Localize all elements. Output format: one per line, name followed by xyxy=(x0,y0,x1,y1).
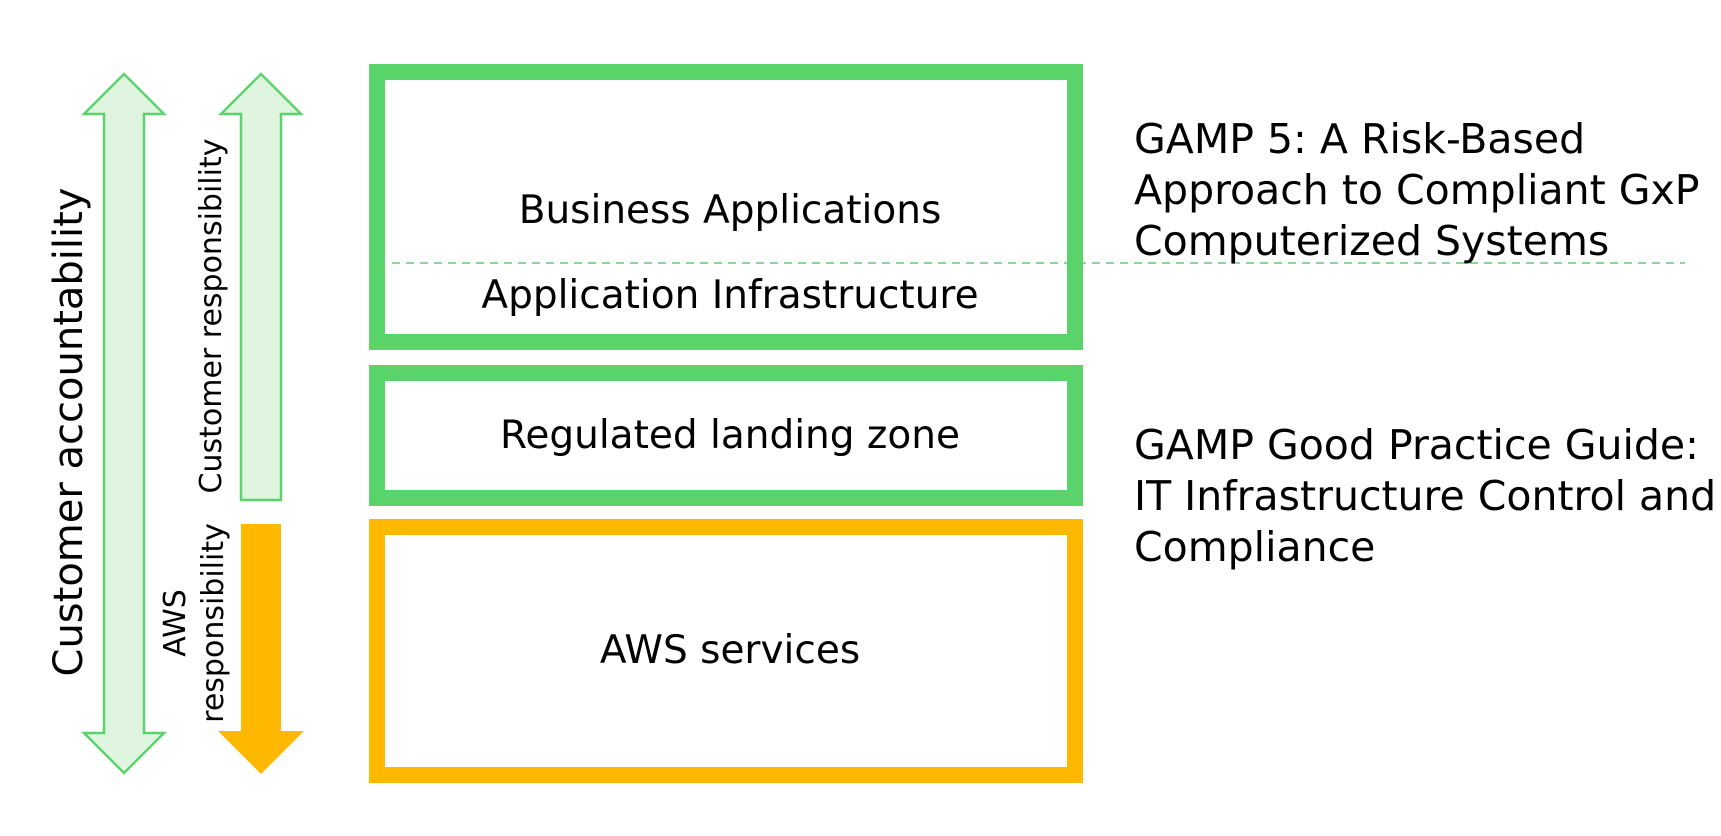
aws-responsibility-label-line2: responsibility xyxy=(196,523,231,723)
business-applications-box xyxy=(369,64,1083,350)
aws-services-box xyxy=(369,519,1083,783)
aws-services-label: AWS services xyxy=(600,628,860,673)
gamp5-line-3: Computerized Systems xyxy=(1134,217,1609,265)
application-infrastructure-label: Application Infrastructure xyxy=(481,273,978,318)
customer-responsibility-label: Customer responsibility xyxy=(194,139,229,494)
aws-responsibility-label-line1: AWS xyxy=(158,589,193,657)
aws-responsibility-arrow xyxy=(218,524,304,774)
customer-responsibility-arrow xyxy=(217,72,305,502)
regulated-landing-zone-label: Regulated landing zone xyxy=(500,413,960,458)
customer-accountability-arrow xyxy=(80,72,168,775)
regulated-landing-zone-box xyxy=(369,365,1083,506)
business-applications-label: Business Applications xyxy=(519,188,942,233)
gamp-gpg-line-2: IT Infrastructure Control and xyxy=(1134,472,1716,520)
customer-accountability-label: Customer accountability xyxy=(46,188,92,677)
gamp-gpg-line-1: GAMP Good Practice Guide: xyxy=(1134,421,1699,469)
gamp-gpg-line-3: Compliance xyxy=(1134,523,1375,571)
gamp5-line-1: GAMP 5: A Risk-Based xyxy=(1134,115,1585,163)
gamp5-line-2: Approach to Compliant GxP xyxy=(1134,166,1699,214)
